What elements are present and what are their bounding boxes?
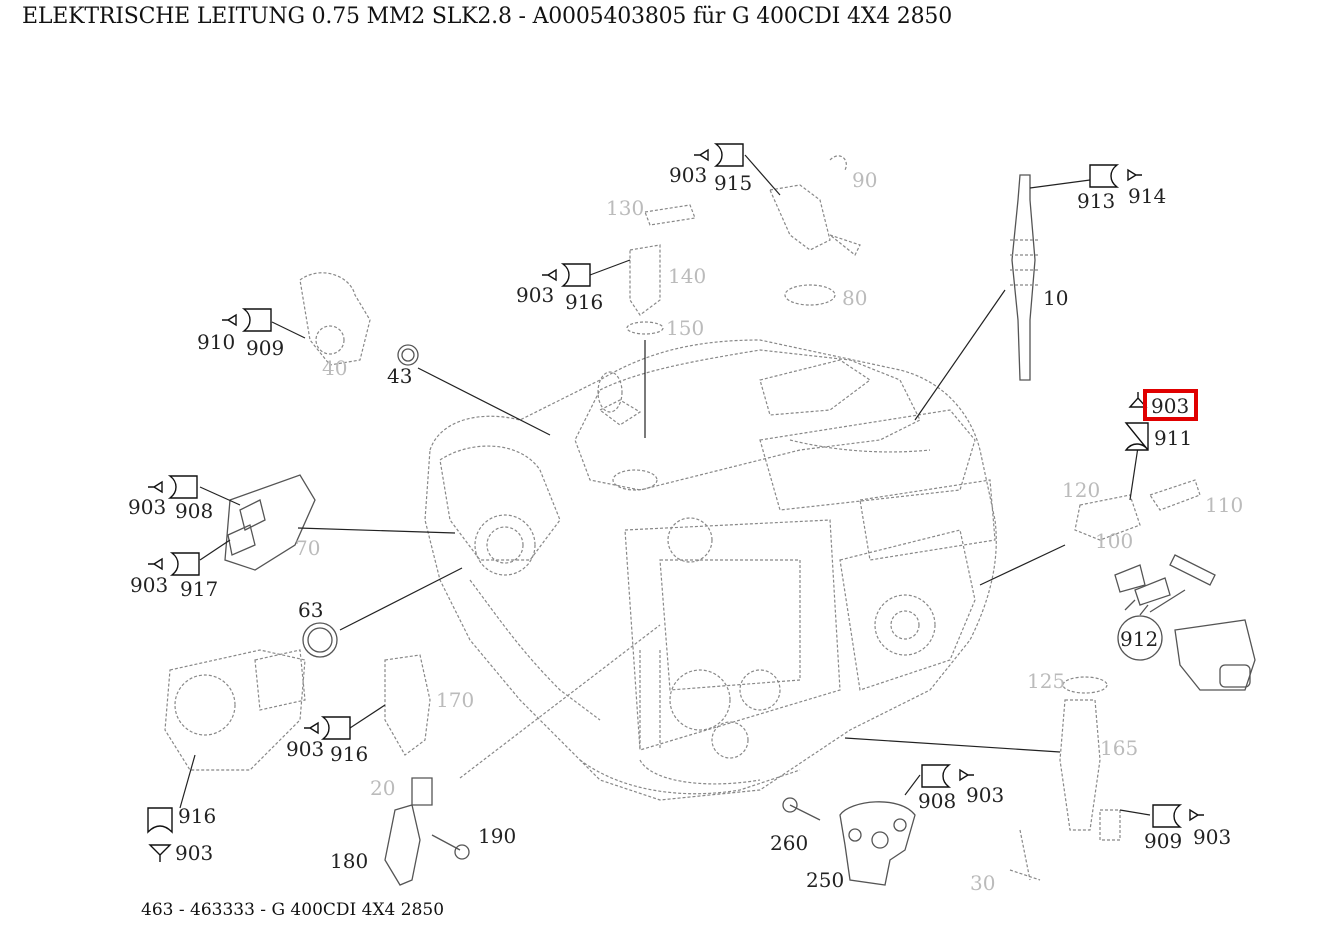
callout-903-selected: 903 (1151, 394, 1189, 418)
leader-lines (179, 154, 1151, 816)
callout-909: 909 (1144, 829, 1182, 853)
housing-icon (320, 716, 351, 740)
callout-150: 150 (666, 316, 704, 340)
callout-180: 180 (330, 849, 368, 873)
callout-903: 903 (669, 163, 707, 187)
callout-165: 165 (1100, 736, 1138, 760)
housing-icon (1089, 164, 1120, 188)
callout-914: 914 (1128, 184, 1166, 208)
housing-icon (241, 308, 272, 332)
housing-icon (147, 807, 173, 834)
part-sketches (164, 155, 1256, 886)
housing-icon (921, 764, 952, 788)
pin-icon (1127, 168, 1142, 182)
callout-100: 100 (1095, 529, 1133, 553)
pin-icon (542, 268, 557, 282)
callout-911: 911 (1154, 426, 1192, 450)
pin-icon (304, 721, 319, 735)
callout-90: 90 (852, 168, 877, 192)
selected-part-highlight[interactable] (1143, 389, 1198, 421)
callout-916: 916 (565, 290, 603, 314)
callout-130: 130 (606, 196, 644, 220)
callout-170: 20 (370, 776, 395, 800)
callout-110: 110 (1205, 493, 1243, 517)
callout-903: 903 (128, 495, 166, 519)
engine-illustration (424, 339, 997, 801)
callout-160: 170 (436, 688, 474, 712)
callout-40: 40 (322, 356, 347, 380)
callout-903: 903 (1193, 825, 1231, 849)
pin-icon (1128, 392, 1148, 408)
callout-910: 910 (197, 330, 235, 354)
callout-140: 140 (668, 264, 706, 288)
pin-icon (1189, 808, 1204, 822)
callout-916: 916 (330, 742, 368, 766)
model-footer: 463 - 463333 - G 400CDI 4X4 2850 (141, 900, 445, 920)
callout-250: 250 (806, 868, 844, 892)
pin-icon (148, 480, 163, 494)
housing-icon (169, 552, 200, 576)
page-title: ELEKTRISCHE LEITUNG 0.75 MM2 SLK2.8 - A0… (22, 4, 952, 29)
callout-190: 190 (478, 824, 516, 848)
pin-icon (959, 768, 974, 782)
callout-10: 10 (1043, 286, 1068, 310)
housing-icon (1152, 804, 1183, 828)
callout-912: 912 (1120, 627, 1158, 651)
callout-908: 908 (918, 789, 956, 813)
callout-916: 916 (178, 804, 216, 828)
callout-43: 43 (387, 364, 412, 388)
connector-icons (147, 143, 1204, 862)
callout-63: 63 (298, 598, 323, 622)
callout-80: 80 (842, 286, 867, 310)
housing-icon (713, 143, 744, 167)
callout-260: 260 (770, 831, 808, 855)
pin-icon (148, 844, 172, 862)
callout-903: 903 (286, 737, 324, 761)
callout-908: 908 (175, 499, 213, 523)
callout-903: 903 (516, 283, 554, 307)
pin-icon (148, 557, 163, 571)
pin-icon (222, 313, 237, 327)
callout-903: 903 (130, 573, 168, 597)
callout-155: 30 (970, 871, 995, 895)
callout-125: 125 (1027, 669, 1065, 693)
callout-labels: 903 915 913 914 903 916 910 909 43 10 90… (128, 163, 1243, 895)
callout-915: 915 (714, 171, 752, 195)
housing-icon (1124, 422, 1149, 451)
callout-903: 903 (175, 841, 213, 865)
callout-120: 120 (1062, 478, 1100, 502)
callout-70: 70 (295, 536, 320, 560)
callout-913: 913 (1077, 189, 1115, 213)
pin-icon (694, 148, 709, 162)
housing-icon (167, 475, 198, 499)
callout-909: 909 (246, 336, 284, 360)
callout-903: 903 (966, 783, 1004, 807)
callout-917: 917 (180, 577, 218, 601)
housing-icon (560, 263, 591, 287)
